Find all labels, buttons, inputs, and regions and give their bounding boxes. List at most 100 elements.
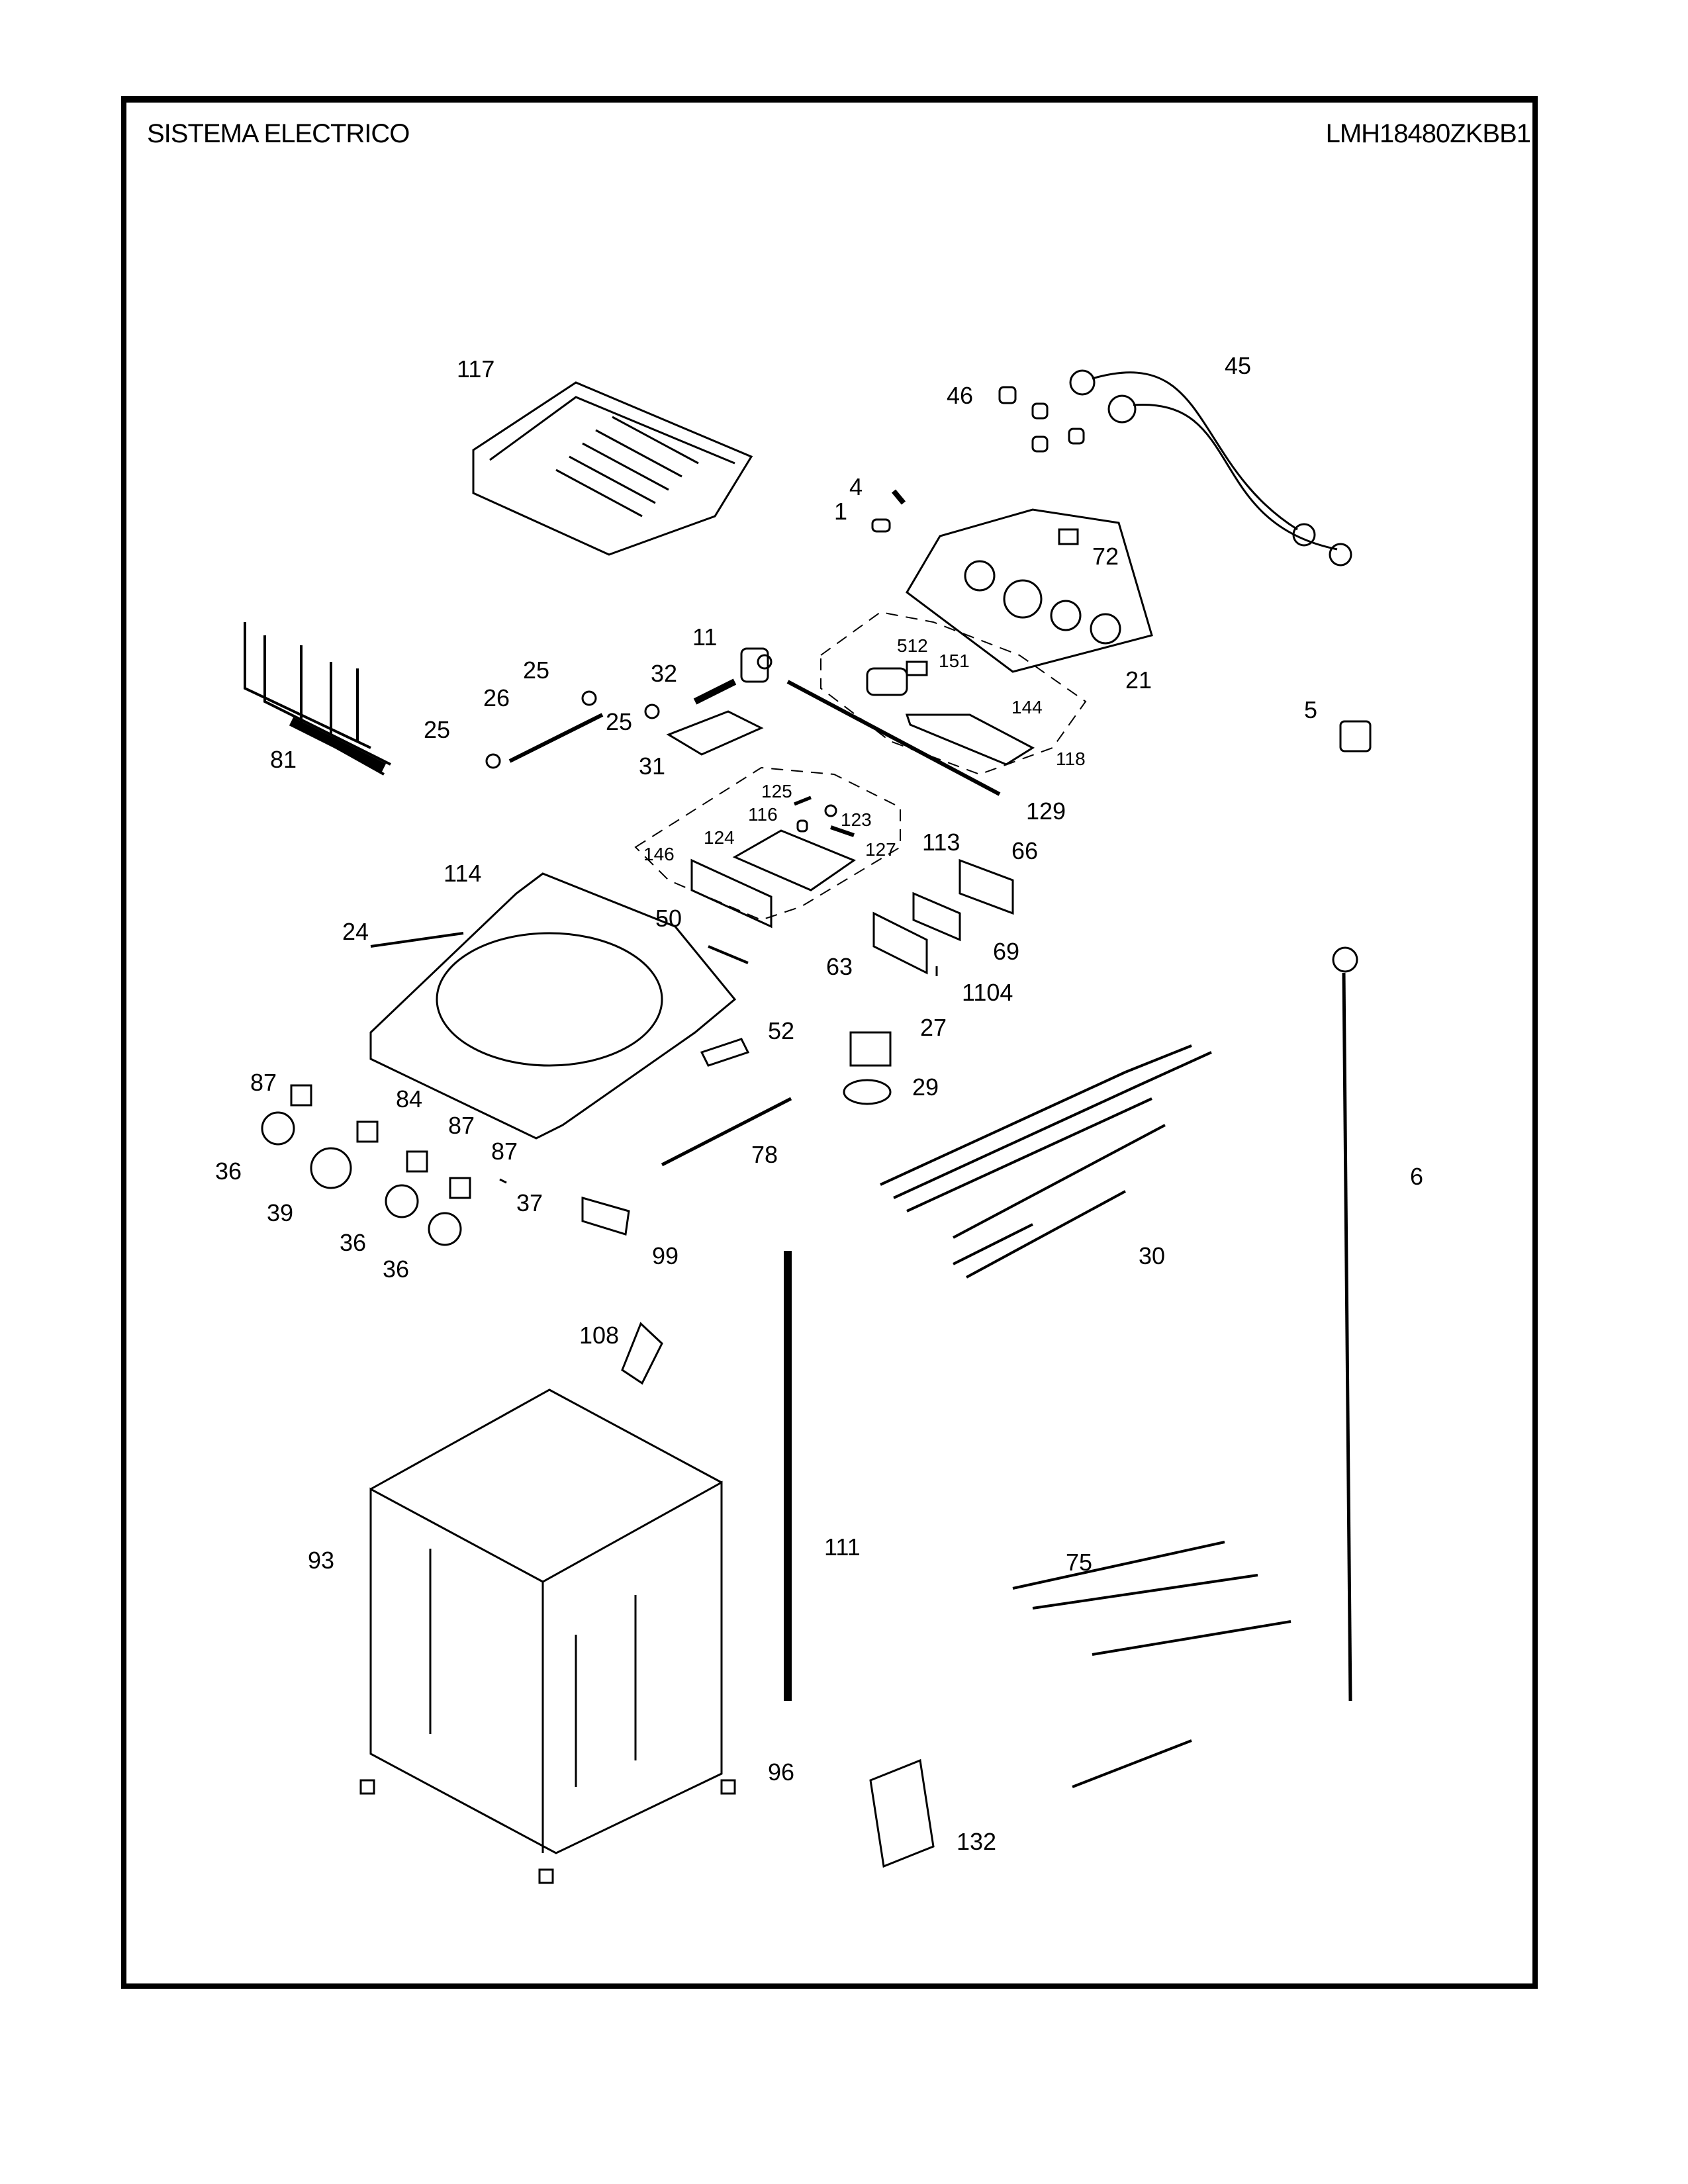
callout-63[interactable]: 63 [826,953,853,980]
part-45-figure [1069,369,1352,567]
callout-31[interactable]: 31 [639,752,666,780]
part-99-figure [581,1197,630,1236]
callout-118[interactable]: 118 [1056,749,1086,769]
callout-81[interactable]: 81 [270,746,297,773]
part-118-group-outline [820,611,1087,776]
part-108-figure [621,1322,663,1385]
part-96-figure [359,1779,736,1884]
part-46-figure [998,386,1085,453]
callout-144[interactable]: 144 [1011,697,1043,717]
callout-93[interactable]: 93 [308,1547,335,1574]
callout-26[interactable]: 26 [483,684,510,711]
callout-151[interactable]: 151 [939,651,970,671]
part-27-figure [849,1031,892,1067]
callout-5[interactable]: 5 [1304,696,1318,723]
callout-11[interactable]: 11 [692,623,718,651]
callout-87c[interactable]: 87 [491,1138,518,1165]
callout-45[interactable]: 45 [1225,352,1252,379]
callout-36a[interactable]: 36 [215,1158,242,1185]
callout-132[interactable]: 132 [957,1828,997,1855]
part-75-figure [1012,1541,1291,1788]
callout-127[interactable]: 127 [865,839,896,860]
part-87a-figure [290,1084,312,1107]
part-123-figure [824,804,837,817]
callout-114[interactable]: 114 [444,860,482,887]
callout-72[interactable]: 72 [1092,543,1119,570]
part-39-figure [310,1147,352,1189]
part-31-figure [666,710,764,756]
callout-129[interactable]: 129 [1026,797,1066,825]
callout-32[interactable]: 32 [651,660,678,687]
part-25a-figure [581,690,597,706]
callout-66[interactable]: 66 [1011,837,1039,864]
part-11-figure [740,647,773,683]
callout-52[interactable]: 52 [768,1017,795,1044]
callout-84[interactable]: 84 [396,1085,423,1113]
callout-113[interactable]: 113 [922,829,961,856]
part-81-figure [244,622,391,776]
callout-75[interactable]: 75 [1066,1549,1093,1576]
part-5-figure [1339,720,1372,752]
part-116-figure [796,819,808,833]
callout-99[interactable]: 99 [652,1242,679,1269]
callout-96[interactable]: 96 [768,1758,795,1786]
callout-1[interactable]: 1 [834,498,848,525]
part-117-figure [472,381,753,556]
part-69-figure [912,891,961,942]
part-24-figure [370,932,464,948]
callout-37[interactable]: 37 [516,1189,543,1216]
part-26-figure [508,713,604,763]
part-78-figure [661,1097,792,1167]
callout-87b[interactable]: 87 [448,1112,475,1139]
callout-6[interactable]: 6 [1410,1163,1424,1190]
callout-50[interactable]: 50 [655,905,682,932]
part-32-figure [693,678,737,705]
callout-39[interactable]: 39 [267,1199,294,1226]
callout-512[interactable]: 512 [897,635,928,656]
callout-36b[interactable]: 36 [340,1229,367,1256]
part-127-figure [830,825,855,837]
model-number: LMH18480ZKBB1 [1325,119,1531,148]
callout-1104[interactable]: 1104 [962,979,1013,1006]
callout-87a[interactable]: 87 [250,1069,277,1096]
callout-46[interactable]: 46 [947,382,974,409]
part-50-figure [708,945,749,964]
callout-78[interactable]: 78 [751,1141,778,1168]
part-4-figure [891,489,906,505]
part-84-figure [356,1120,379,1143]
callout-111[interactable]: 111 [824,1533,861,1561]
callout-27[interactable]: 27 [920,1014,947,1041]
callout-117[interactable]: 117 [457,355,495,383]
callout-25b[interactable]: 25 [606,708,633,735]
part-25b-figure [644,704,660,719]
callout-124[interactable]: 124 [704,827,735,848]
callout-146[interactable]: 146 [643,844,675,864]
callout-30[interactable]: 30 [1139,1242,1166,1269]
callout-125[interactable]: 125 [761,781,792,801]
part-25c-figure [485,753,501,769]
part-37-figure [499,1178,507,1184]
callout-36c[interactable]: 36 [383,1255,410,1283]
part-132-figure [869,1758,935,1868]
callout-4[interactable]: 4 [849,473,863,500]
part-36b-figure [385,1184,419,1218]
part-52-figure [700,1038,750,1067]
callout-24[interactable]: 24 [342,918,369,945]
diagram-title: SISTEMA ELECTRICO [147,119,410,148]
callout-123[interactable]: 123 [841,809,872,830]
callout-29[interactable]: 29 [912,1073,939,1101]
callout-25a[interactable]: 25 [523,657,550,684]
callout-69[interactable]: 69 [993,938,1020,965]
part-66-figure [959,858,1014,915]
part-30-figure [880,1044,1212,1279]
part-87c-figure [449,1177,471,1199]
part-63-figure [872,911,928,975]
callout-25c[interactable]: 25 [424,716,451,743]
part-124-figure [732,829,857,891]
part-129-figure [786,680,1001,796]
callout-21[interactable]: 21 [1125,666,1152,694]
callout-108[interactable]: 108 [579,1322,620,1349]
part-6-figure [1332,946,1358,1702]
callout-116[interactable]: 116 [748,804,778,825]
